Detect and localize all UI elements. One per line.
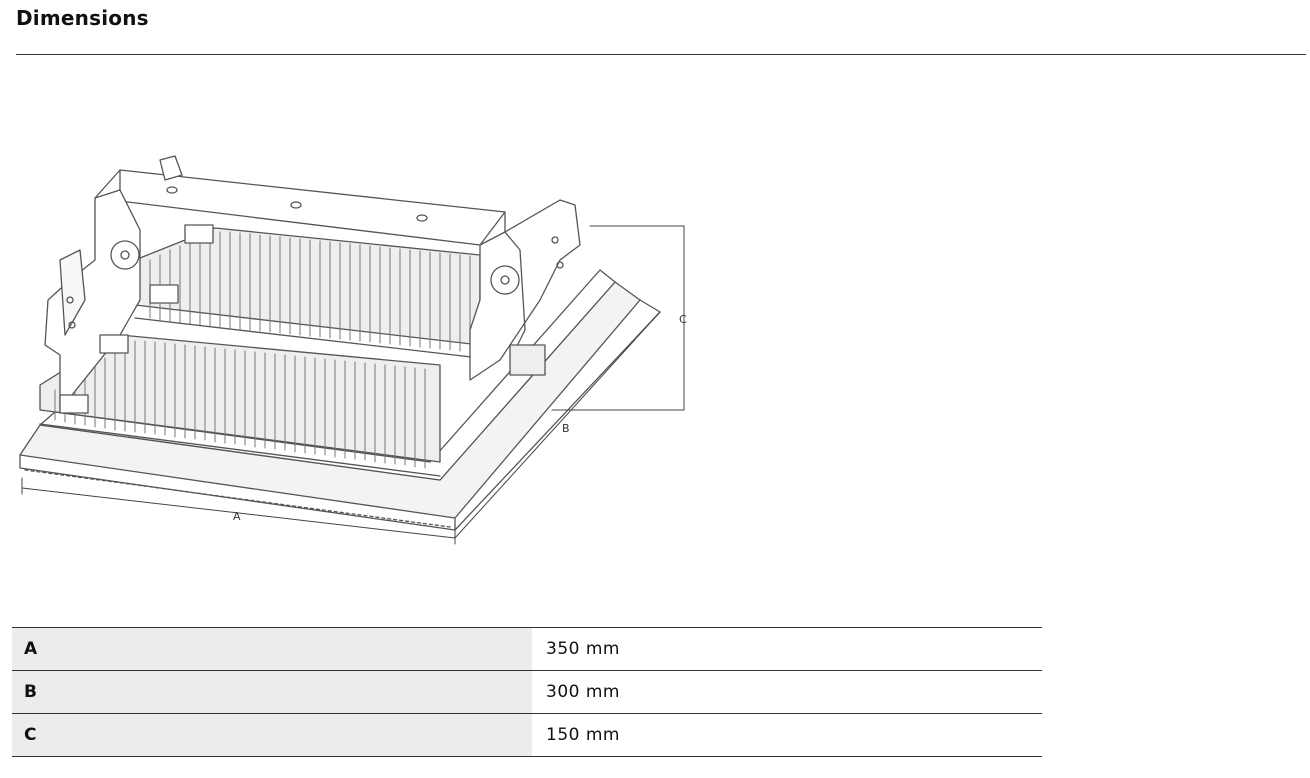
dimension-value: 300 mm [546, 682, 620, 702]
title-divider [16, 54, 1306, 55]
dimension-key: C [12, 713, 532, 757]
page-title: Dimensions [16, 6, 149, 30]
dimensions-table: A 350 mm B 300 mm C 150 mm [12, 627, 1042, 757]
base-plate [19, 269, 661, 531]
table-row: C 150 mm [12, 713, 1042, 757]
dimension-label-a: A [233, 510, 241, 523]
dimension-value: 350 mm [546, 639, 620, 659]
dimension-value: 150 mm [546, 725, 620, 745]
dimension-label-c: C [679, 313, 687, 326]
mounting-bracket [44, 155, 581, 414]
front-heatsink [39, 334, 441, 477]
dimension-key: B [12, 670, 532, 714]
dimension-key: A [12, 627, 532, 671]
luminaire-dimension-drawing: A B C [19, 155, 687, 545]
dimension-label-b: B [562, 422, 570, 435]
table-row: B 300 mm [12, 670, 1042, 714]
rear-heatsink [134, 227, 481, 359]
dimension-lines [21, 225, 685, 545]
table-row: A 350 mm [12, 627, 1042, 671]
